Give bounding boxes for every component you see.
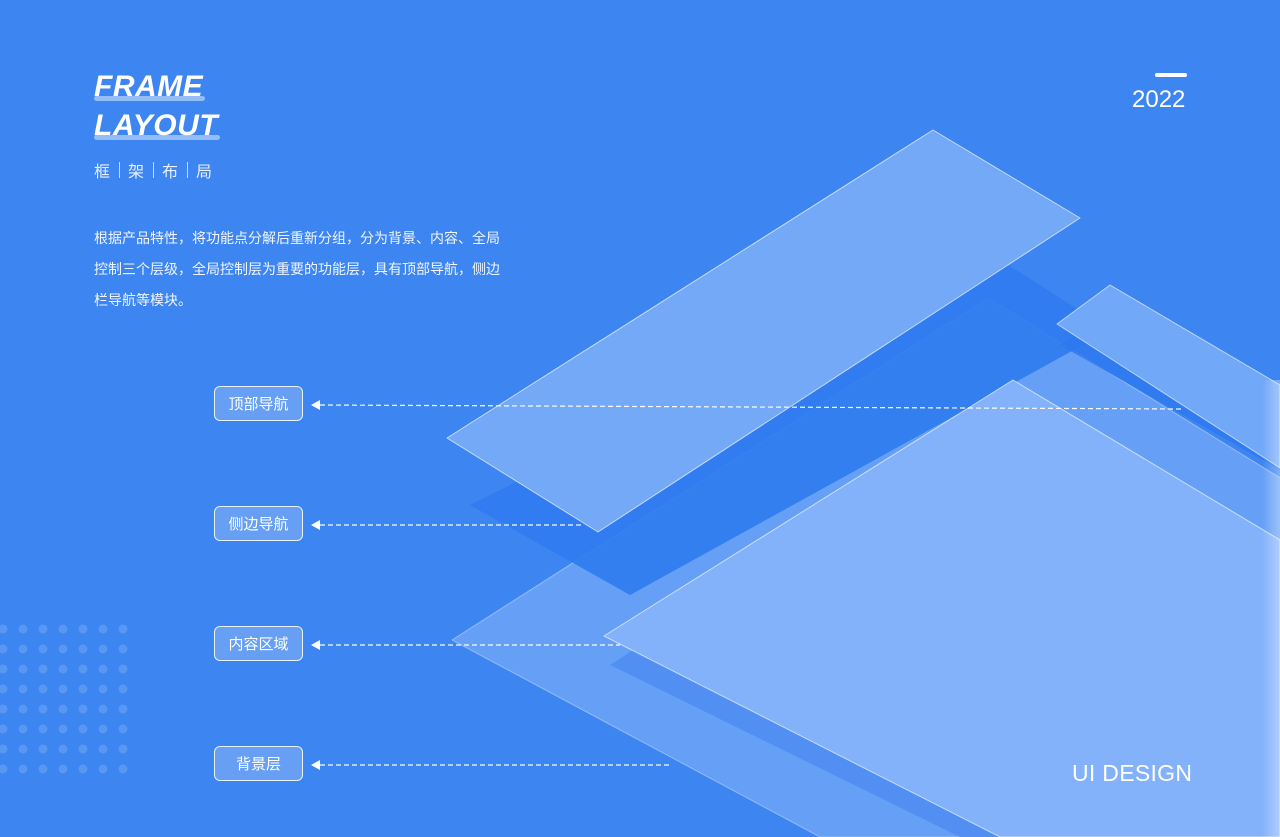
edge-glow [1262,380,1280,837]
subtitle-char: 布 [162,162,180,181]
divider [187,162,189,178]
title-text: LAYOUT [94,109,219,142]
divider [153,162,155,178]
divider [119,162,121,178]
content-area-panel [603,379,1280,837]
subtitle-char: 架 [128,162,146,181]
dot-grid-decoration [0,624,128,774]
arrow-icon [311,640,320,650]
layer-tag-side-nav: 侧边导航 [214,506,303,541]
footer-label: UI DESIGN [1072,760,1193,786]
subtitle: 框 架 布 局 [94,158,213,182]
title-text: FRAME [94,70,204,103]
top-nav-panel [446,129,1081,533]
layer-tag-top-nav: 顶部导航 [214,386,303,421]
description: 根据产品特性，将功能点分解后重新分组，分为背景、内容、全局控制三个层级，全局控制… [94,231,500,309]
year-accent-bar [1155,73,1187,77]
arrow-icon [311,520,320,530]
layer-tag-background: 背景层 [214,746,303,781]
subtitle-char: 框 [94,162,112,181]
layer-tag-content: 内容区域 [214,626,303,661]
year-label: 2022 [1132,86,1186,113]
subtitle-char: 局 [196,162,214,181]
arrow-icon [311,400,320,410]
title-line-2: LAYOUT [94,109,221,143]
title-line-1: FRAME [94,70,206,104]
arrow-icon [311,760,320,770]
sidebar-panel [1056,284,1280,469]
